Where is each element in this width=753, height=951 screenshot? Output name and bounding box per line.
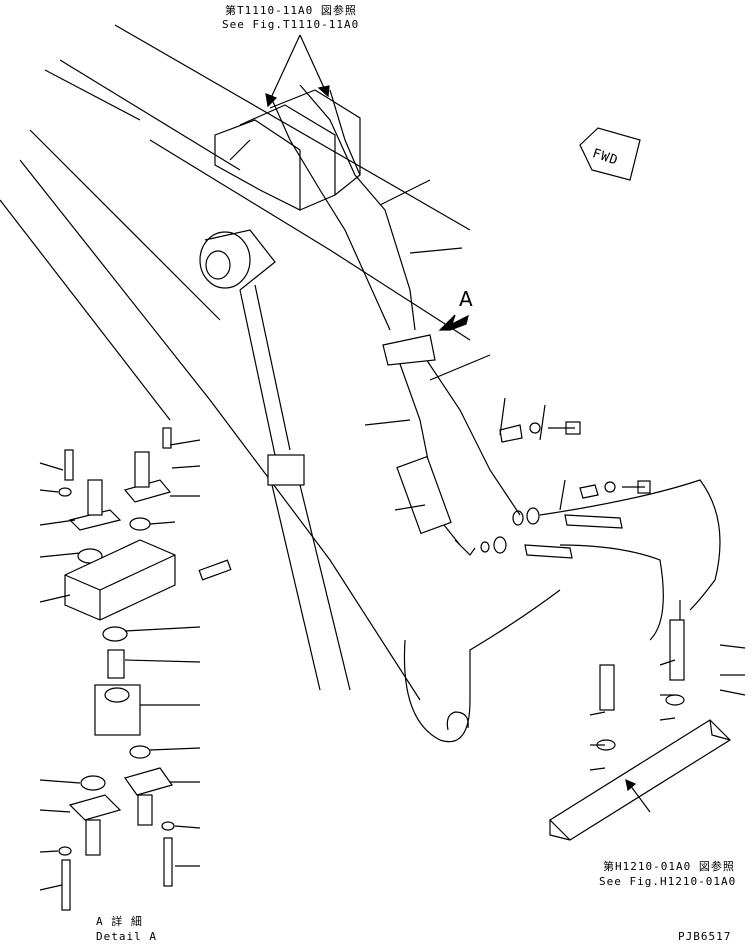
reference-bottom-line1: 第H1210-01A0 図参照 bbox=[603, 860, 735, 873]
reference-arrows-top bbox=[265, 34, 330, 108]
reference-top-line1: 第T1110-11A0 図参照 bbox=[225, 4, 357, 17]
fittings-right bbox=[454, 421, 651, 559]
lower-bracket-assembly bbox=[549, 619, 731, 841]
leader-lines bbox=[39, 179, 746, 891]
reference-bottom-line2: See Fig.H1210-01A0 bbox=[599, 875, 737, 888]
boom-foot-plates bbox=[214, 89, 361, 211]
hydraulic-cylinder bbox=[199, 229, 351, 691]
view-a-arrow bbox=[438, 314, 469, 331]
drawing-number: PJB6517 bbox=[678, 930, 732, 943]
detail-title-line1: A 詳 細 bbox=[96, 915, 143, 928]
detail-title-line2: Detail A bbox=[96, 930, 157, 943]
reference-top-line2: See Fig.T1110-11A0 bbox=[222, 18, 360, 31]
detail-a-parts bbox=[58, 427, 232, 911]
view-a-label: A bbox=[459, 287, 473, 311]
fwd-arrow bbox=[579, 127, 641, 181]
hose-lines bbox=[269, 84, 721, 641]
boom-outline bbox=[0, 24, 561, 743]
